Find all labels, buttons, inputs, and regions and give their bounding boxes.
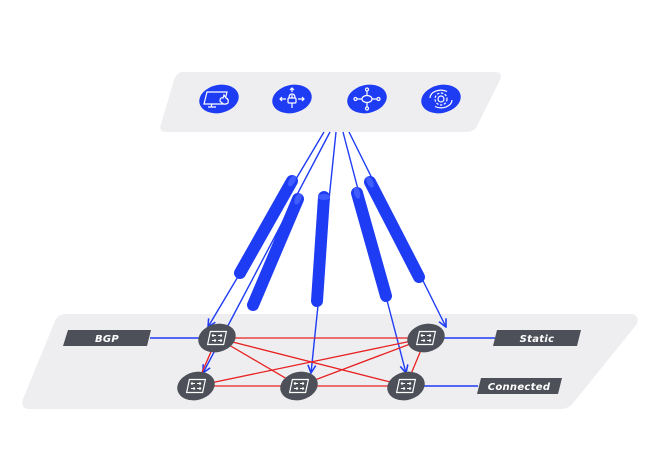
label-bgp-text: BGP: [95, 334, 119, 345]
tunnel-2: [247, 193, 304, 311]
controller-panel: [160, 72, 501, 132]
label-static-text: Static: [520, 334, 555, 345]
label-connected-text: Connected: [488, 382, 551, 393]
gear-sync-icon: [429, 89, 453, 109]
hub-network-icon: [353, 87, 381, 111]
router-top-left[interactable]: [195, 320, 239, 356]
label-bgp: BGP: [63, 330, 151, 346]
tunnel-5: [364, 176, 425, 283]
top-icon-gear[interactable]: [419, 81, 464, 117]
router-bottom-left[interactable]: [174, 368, 218, 404]
label-connected: Connected: [477, 378, 562, 394]
label-links: [150, 337, 495, 387]
router-top-right[interactable]: [404, 320, 448, 356]
router-distribute-icon: [279, 87, 305, 108]
tunnel-1: [234, 175, 298, 279]
top-icon-router[interactable]: [270, 81, 315, 117]
top-icon-hub[interactable]: [345, 81, 390, 117]
tunnel-3: [311, 191, 330, 307]
label-static: Static: [493, 330, 581, 346]
router-bottom-center[interactable]: [277, 368, 321, 404]
tunnel-4: [351, 187, 392, 302]
monitor-touch-icon: [203, 91, 229, 108]
router-bottom-right[interactable]: [384, 368, 428, 404]
top-icon-monitor[interactable]: [197, 81, 242, 117]
network-panel: [22, 314, 638, 409]
tunnels: [234, 175, 425, 311]
